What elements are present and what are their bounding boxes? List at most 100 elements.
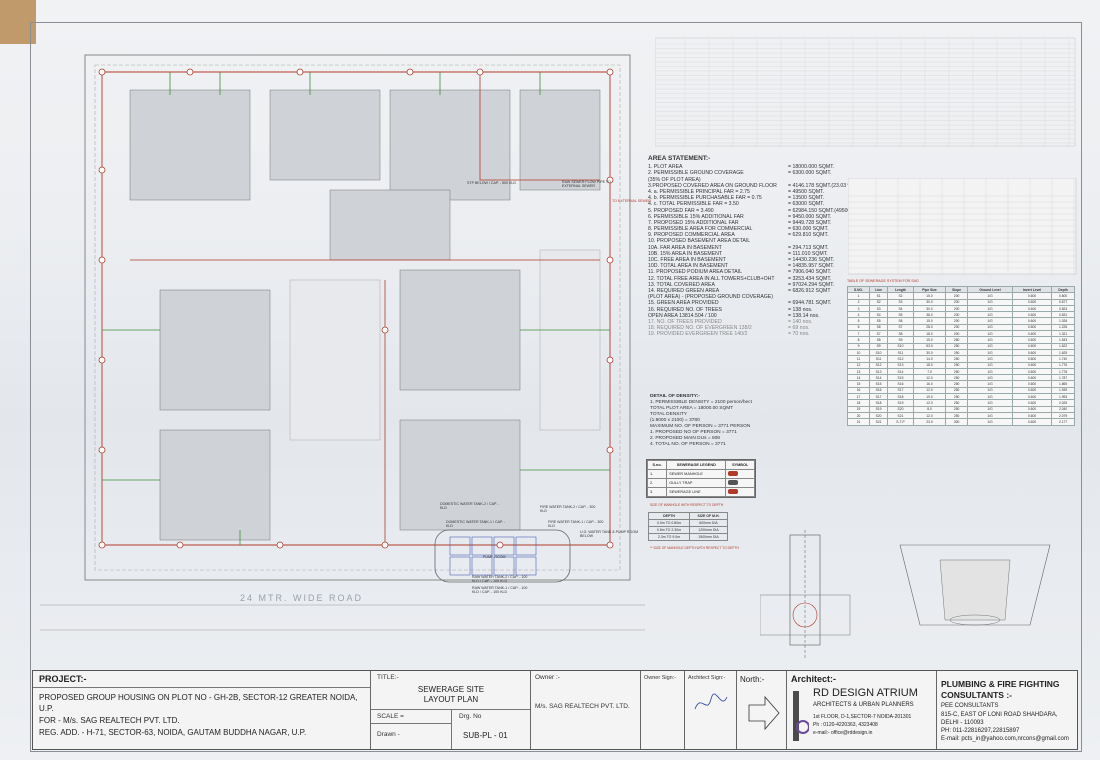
owner-sign-cell: Owner Sign:- bbox=[641, 671, 685, 749]
legend-symbol bbox=[725, 478, 755, 488]
plan-note-raw-tank-1: RAW WATER TANK-1 / CAP. - 100 KLD / CAP.… bbox=[472, 586, 528, 594]
consultant-cell: PLUMBING & FIRE FIGHTING CONSULTANTS :- … bbox=[937, 671, 1079, 749]
plan-note-fire-tank-1: FIRE WATER TANK-1 / CAP. - 300 KLD bbox=[548, 520, 604, 528]
sewer-cell: 0.600 bbox=[1011, 355, 1053, 363]
sewer-cell: 4 bbox=[846, 311, 871, 319]
area-row: 4. a. PERMISSIBLE PRINCIPAL FAR = 2.75= … bbox=[648, 189, 848, 195]
owner-name: M/s. SAG REALTECH PVT. LTD. bbox=[535, 703, 630, 710]
drg-no-label: Drg. No bbox=[459, 713, 482, 720]
sewer-cell: 1/G bbox=[967, 418, 1013, 426]
sewer-cell: S20 bbox=[869, 411, 889, 420]
sewer-cell: 250 bbox=[945, 361, 969, 369]
consultant-address-3: PH: 011-22816297,22815897 bbox=[941, 728, 1020, 734]
area-row-value: = 6300.000 SQMT. bbox=[788, 170, 832, 177]
plan-note-to-external: TO EXTERNAL SEWER bbox=[612, 199, 651, 203]
sewer-cell: 1.865 bbox=[1051, 380, 1075, 388]
sewer-cell: 250 bbox=[945, 348, 969, 357]
legend-symbol-icon bbox=[728, 471, 739, 476]
manhole-section-drawing bbox=[899, 544, 1051, 626]
area-statement: AREA STATEMENT:- 1. PLOT AREA= 18000.000… bbox=[648, 155, 880, 337]
sewer-cell: 53.0 bbox=[912, 342, 947, 350]
sewer-cell: 0.600 bbox=[1051, 292, 1075, 300]
sewer-cell: 12 bbox=[846, 361, 871, 369]
area-row-value: = 14835.957 SQMT. bbox=[788, 263, 835, 270]
area-row-value: = 140 nos. bbox=[788, 318, 813, 325]
sewer-cell: 16 bbox=[846, 386, 871, 395]
sewer-cell: 0.600 bbox=[1011, 330, 1053, 338]
area-row: OPEN AREA 13814.504 / 100= 138.14 nos. bbox=[648, 313, 848, 319]
sewer-cell: 200 bbox=[945, 292, 969, 300]
sewer-cell: S18 bbox=[869, 399, 889, 407]
sewer-cell: 21 bbox=[846, 418, 871, 426]
area-row-value: = 6944.781 SQMT. bbox=[788, 300, 832, 307]
size-cell: 0.0m TO 0.80m bbox=[647, 519, 691, 527]
sewer-cell: 20 bbox=[846, 411, 871, 420]
area-row: 16. REQUIRED NO. OF TREES= 138 nos. bbox=[648, 307, 848, 313]
sewer-cell: 200 bbox=[945, 317, 969, 325]
sewer-cell: 0.600 bbox=[1011, 348, 1053, 357]
density-line: MAXIMUM NO. OF PERSON = 3771 PERSON bbox=[650, 424, 751, 429]
north-label: North:- bbox=[740, 675, 765, 684]
area-row-label: 13. TOTAL COVERED AREA bbox=[648, 281, 715, 288]
area-row-label: 6. PERMISSIBLE 15% ADDITIONAL FAR bbox=[648, 213, 744, 220]
legend-symbol bbox=[725, 469, 755, 479]
sewer-table-title: TABLE OF SEWERAGE SYSTEM FOR SAG bbox=[847, 279, 919, 283]
legend-name: SEWERAGE LINE bbox=[666, 487, 727, 497]
architect-signature bbox=[694, 693, 728, 710]
legend-symbol bbox=[725, 487, 755, 497]
area-row-value: = 18000.000 SQMT. bbox=[788, 164, 835, 171]
legend-header: S.no. bbox=[646, 460, 668, 470]
sewer-cell: S14 bbox=[869, 374, 889, 382]
area-row: 19. PROVIDED EVERGREEN TREE 140/2= 70 no… bbox=[648, 331, 848, 337]
density-title: DETAIL OF DENSITY:- bbox=[650, 394, 700, 399]
consultant-name: PEE CONSULTANTS bbox=[941, 703, 999, 709]
sewer-cell: 30.0 bbox=[912, 348, 947, 357]
sewer-cell: 16.0 bbox=[912, 380, 947, 388]
sewer-cell: 15.0 bbox=[912, 317, 947, 325]
plan-note-dom-tank-1: DOMESTIC WATER TANK-1 / CAP. - KLD bbox=[446, 520, 506, 528]
density-detail: DETAIL OF DENSITY:- 1. PERMISSIBLE DENSI… bbox=[650, 394, 820, 448]
sewer-cell: 0.600 bbox=[1011, 386, 1053, 395]
drawing-title-2: LAYOUT PLAN bbox=[423, 695, 479, 704]
owner-label: Owner :- bbox=[535, 674, 560, 681]
sewer-cell: S3 bbox=[869, 304, 889, 313]
legend-row: 1.SEWER MANHOLE bbox=[646, 469, 755, 479]
legend-name: SEWER MANHOLE bbox=[666, 469, 727, 479]
sewer-header: Line bbox=[869, 285, 889, 294]
area-row-value: = 97024.294 SQMT. bbox=[788, 281, 835, 288]
architect-label: Architect:- bbox=[791, 674, 837, 684]
sewer-cell: 2 bbox=[846, 298, 871, 306]
area-row-label: 15. GREEN AREA PROVIDED bbox=[648, 300, 719, 307]
area-row-value: = 4146.178 SQMT.(23.03 %) bbox=[788, 182, 854, 189]
area-row: 11. PROPOSED PODIUM AREA DETAIL= 7906.04… bbox=[648, 269, 848, 275]
sheet-border bbox=[30, 22, 1082, 752]
sewer-cell: 12.0 bbox=[912, 399, 947, 407]
sewer-cell: 7 bbox=[846, 330, 871, 338]
sewer-cell: S11 bbox=[869, 355, 889, 363]
density-line: 4. TOTAL NO. OF PERSON = 3771 bbox=[650, 442, 726, 447]
area-row: (PLOT AREA) - (PROPOSED GROUND COVERAGE) bbox=[648, 294, 848, 300]
sewer-cell: S7 bbox=[869, 330, 889, 338]
sewer-cell: 13 bbox=[846, 367, 871, 376]
area-row: 10D. TOTAL AREA IN BASEMENT= 14835.957 S… bbox=[648, 263, 848, 269]
area-row-value: = 294.713 SQMT. bbox=[788, 244, 829, 251]
project-line-3: FOR - M/s. SAG REALTECH PVT. LTD. bbox=[39, 716, 180, 725]
sewer-cell: S19 bbox=[869, 405, 889, 413]
tower-area-table bbox=[848, 178, 1077, 275]
area-row-value: = 62984.150 SQMT.(49500+13484.150) bbox=[788, 207, 880, 214]
north-cell: North:- bbox=[737, 671, 787, 749]
sewer-cell: 14.0 bbox=[912, 355, 947, 363]
sewer-cell: 250 bbox=[945, 374, 969, 382]
area-row-label: 10C. FREE AREA IN BASEMENT bbox=[648, 257, 726, 264]
